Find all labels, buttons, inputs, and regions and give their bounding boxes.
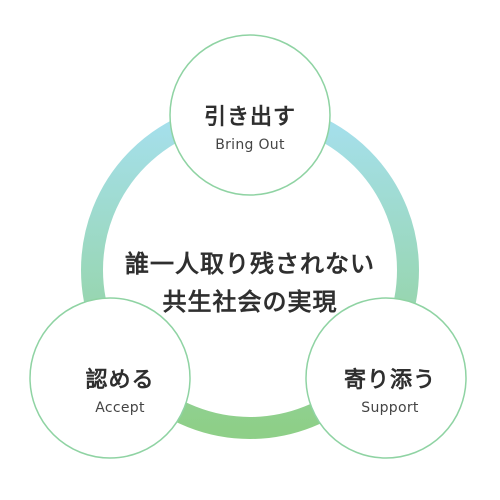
node-support: 寄り添う Support xyxy=(290,362,490,416)
node-bring-out: 引き出す Bring Out xyxy=(150,99,350,153)
node-left-circle xyxy=(29,297,191,459)
node-bring-out-en: Bring Out xyxy=(215,137,285,153)
node-bring-out-jp: 引き出す xyxy=(203,105,296,130)
center-title-line-2: 共生社会の実現 xyxy=(162,288,338,316)
node-support-jp: 寄り添う xyxy=(343,368,436,393)
node-accept-jp: 認める xyxy=(85,368,155,393)
node-accept-en: Accept xyxy=(95,400,145,416)
node-support-en: Support xyxy=(361,400,419,416)
node-right-circle xyxy=(305,297,467,459)
center-title-line-1: 誰一人取り残されない xyxy=(125,250,375,278)
node-top-circle xyxy=(169,34,331,196)
node-accept: 認める Accept xyxy=(20,362,220,416)
